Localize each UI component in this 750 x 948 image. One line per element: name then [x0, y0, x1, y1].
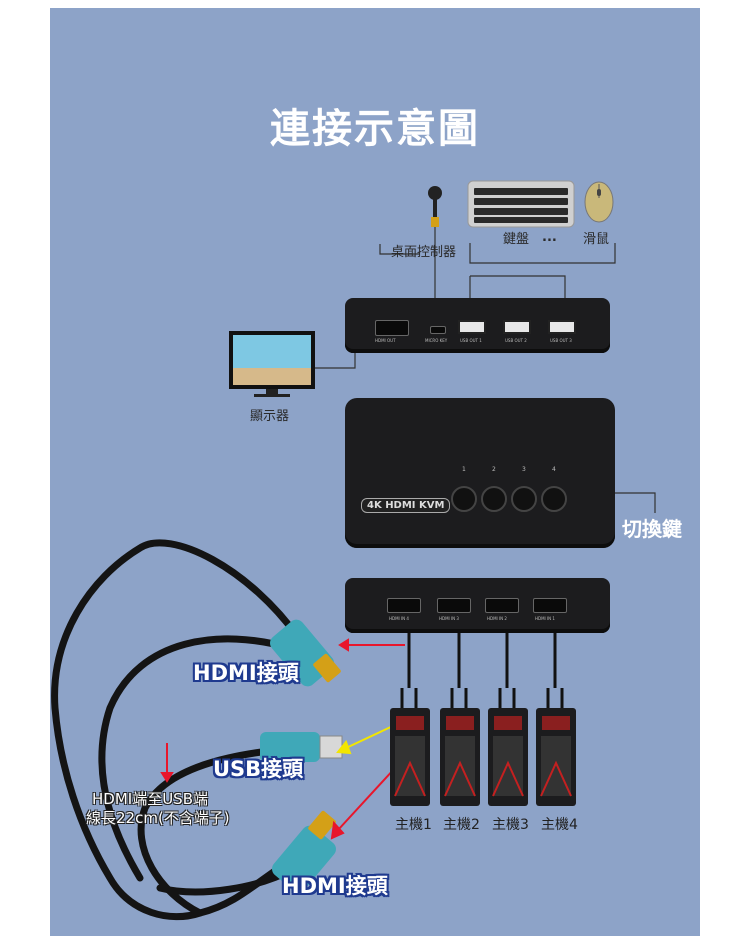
- host-label-3: 主機3: [492, 817, 529, 833]
- hdmi-connector-label-bottom: HDMI接頭: [282, 874, 388, 898]
- host-label-4: 主機4: [541, 817, 578, 833]
- usb-out-1-port: [458, 320, 486, 334]
- port-label: MICRO KEY: [425, 338, 448, 343]
- hdmi-in-4-port: [387, 598, 421, 613]
- usb-out-2-port: [503, 320, 531, 334]
- port-label: HDMI OUT: [375, 338, 396, 343]
- host-label-1: 主機1: [395, 817, 432, 833]
- switch-button-2: [481, 486, 507, 512]
- cable-length-note-line1: HDMI端至USB端: [92, 790, 208, 808]
- button-number: 4: [552, 466, 556, 473]
- switch-button-label: 切換鍵: [622, 517, 682, 541]
- port-label: USB OUT 1: [460, 338, 482, 343]
- host-label-2: 主機2: [443, 817, 480, 833]
- mouse-label: 滑鼠: [583, 232, 610, 247]
- diagram-panel: 連接示意圖: [50, 8, 700, 936]
- cable-length-note-line2: 線長22cm(不含端子): [86, 809, 230, 827]
- desktop-controller-label: 桌面控制器: [391, 245, 457, 260]
- hdmi-in-1-port: [533, 598, 567, 613]
- monitor-icon: [229, 331, 315, 397]
- mouse-icon: [584, 181, 614, 223]
- hdmi-connector-bottom: [272, 810, 336, 893]
- port-label: HDMI IN 3: [439, 616, 459, 621]
- desktop-controller-icon: [428, 186, 442, 227]
- usb-connector-label: USB接頭: [213, 757, 304, 781]
- usb-out-3-port: [548, 320, 576, 334]
- connection-lines: [51, 226, 656, 921]
- switch-button-1: [451, 486, 477, 512]
- hdmi-in-2-port: [485, 598, 519, 613]
- port-label: USB OUT 3: [550, 338, 572, 343]
- hdmi-connector-label-top: HDMI接頭: [193, 661, 299, 685]
- usb-connector: [260, 732, 343, 762]
- kvm-back-view: HDMI IN 4 HDMI IN 3 HDMI IN 2 HDMI IN 1: [345, 578, 610, 633]
- kvm-brand-badge: 4K HDMI KVM: [361, 493, 451, 513]
- page-title: 連接示意圖: [270, 106, 480, 152]
- keyboard-icon: [467, 180, 575, 228]
- button-number: 3: [522, 466, 526, 473]
- host-towers: [390, 708, 576, 806]
- hdmi-in-3-port: [437, 598, 471, 613]
- ellipsis-text: ...: [542, 230, 557, 245]
- port-label: HDMI IN 4: [389, 616, 409, 621]
- switch-button-3: [511, 486, 537, 512]
- button-number: 2: [492, 466, 496, 473]
- micro-key-port: [430, 326, 446, 334]
- port-label: HDMI IN 1: [535, 616, 555, 621]
- kvm-front-view: 4K HDMI KVM 1 2 3 4: [345, 398, 615, 548]
- switch-button-4: [541, 486, 567, 512]
- hdmi-connector-top: [270, 619, 341, 687]
- hdmi-out-port: [375, 320, 409, 336]
- kvm-top-view: HDMI OUT MICRO KEY USB OUT 1 USB OUT 2 U…: [345, 298, 610, 353]
- keyboard-label: 鍵盤: [503, 232, 530, 247]
- port-label: USB OUT 2: [505, 338, 527, 343]
- port-label: HDMI IN 2: [487, 616, 507, 621]
- button-number: 1: [462, 466, 466, 473]
- monitor-label: 顯示器: [250, 409, 290, 424]
